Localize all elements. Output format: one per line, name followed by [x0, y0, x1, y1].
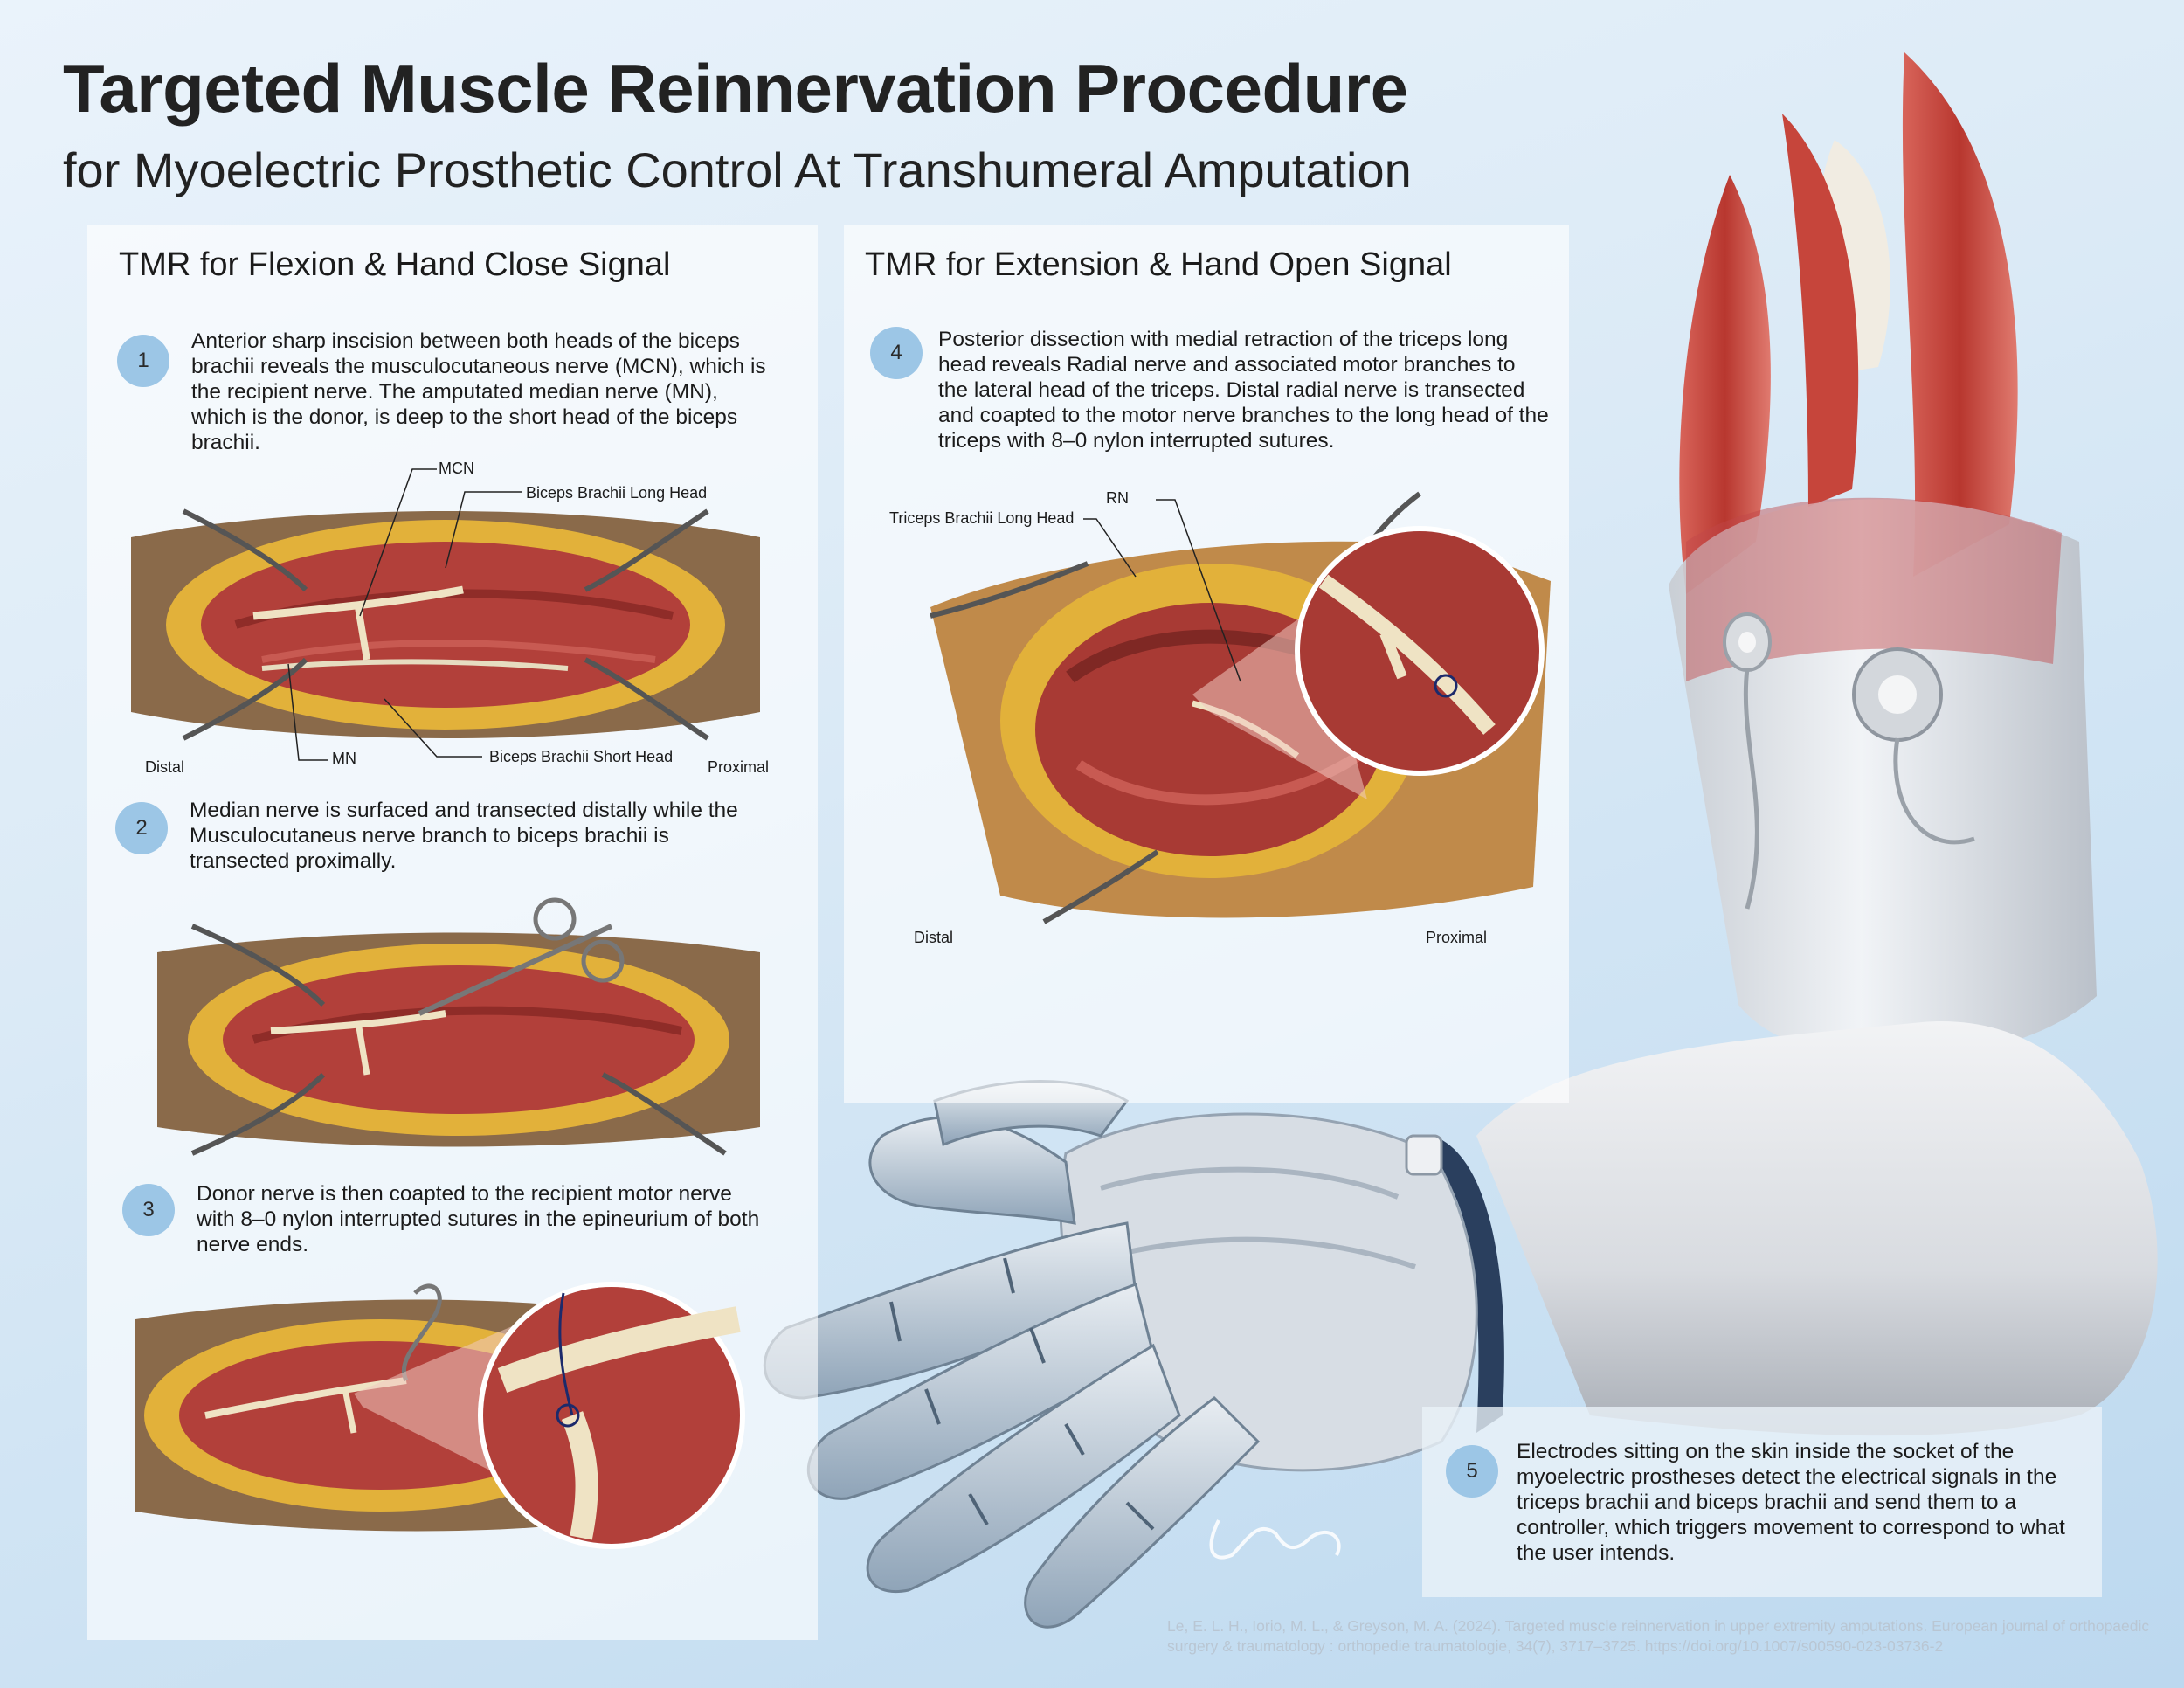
label-biceps-long-head: Biceps Brachii Long Head [526, 484, 708, 502]
label-rn: RN [1106, 489, 1129, 507]
label-proximal-1: Proximal [708, 758, 770, 776]
step-badge-1: 1 [117, 335, 169, 387]
surgery-illustration-4 [930, 491, 1551, 924]
label-distal-4: Distal [914, 929, 954, 946]
step-badge-5: 5 [1446, 1445, 1498, 1498]
citation: Le, E. L. H., Iorio, M. L., & Greyson, M… [1167, 1617, 2150, 1655]
page-subtitle: for Myoelectric Prosthetic Control At Tr… [63, 142, 1412, 197]
biceps-muscle [1679, 175, 1771, 594]
step-badge-3: 3 [122, 1184, 175, 1236]
step-4-text: Posterior dissection with medial retract… [938, 328, 1549, 453]
step-2-text: Median nerve is surfaced and transected … [190, 799, 738, 873]
panel-extension-heading: TMR for Extension & Hand Open Signal [865, 246, 1452, 283]
prosthetic-forearm [1476, 1021, 2158, 1436]
label-biceps-short-head: Biceps Brachii Short Head [489, 748, 674, 765]
label-mcn: MCN [439, 460, 474, 477]
label-triceps-long-head: Triceps Brachii Long Head [889, 509, 1075, 527]
label-proximal-4: Proximal [1426, 929, 1488, 946]
prosthetic-socket [1669, 499, 2097, 1060]
step-3-text: Donor nerve is then coapted to the recip… [197, 1182, 760, 1256]
panel-electrodes [1422, 1407, 2102, 1597]
label-distal-1: Distal [145, 758, 185, 776]
surgery-illustration-1 [131, 508, 760, 741]
label-mn: MN [332, 750, 356, 767]
triceps-muscle [1902, 52, 2018, 577]
step-badge-2: 2 [115, 802, 168, 854]
step-1-text: Anterior sharp inscision between both he… [191, 329, 766, 454]
step-5-text: Electrodes sitting on the skin inside th… [1517, 1440, 2065, 1565]
step-badge-4: 4 [870, 327, 923, 379]
surgery-illustration-3 [135, 1282, 745, 1549]
page-title: Targeted Muscle Reinnervation Procedure [63, 50, 1408, 127]
surgery-illustration-2 [157, 897, 760, 1156]
artist-signature [1209, 1519, 1341, 1560]
panel-flexion-heading: TMR for Flexion & Hand Close Signal [119, 246, 671, 283]
